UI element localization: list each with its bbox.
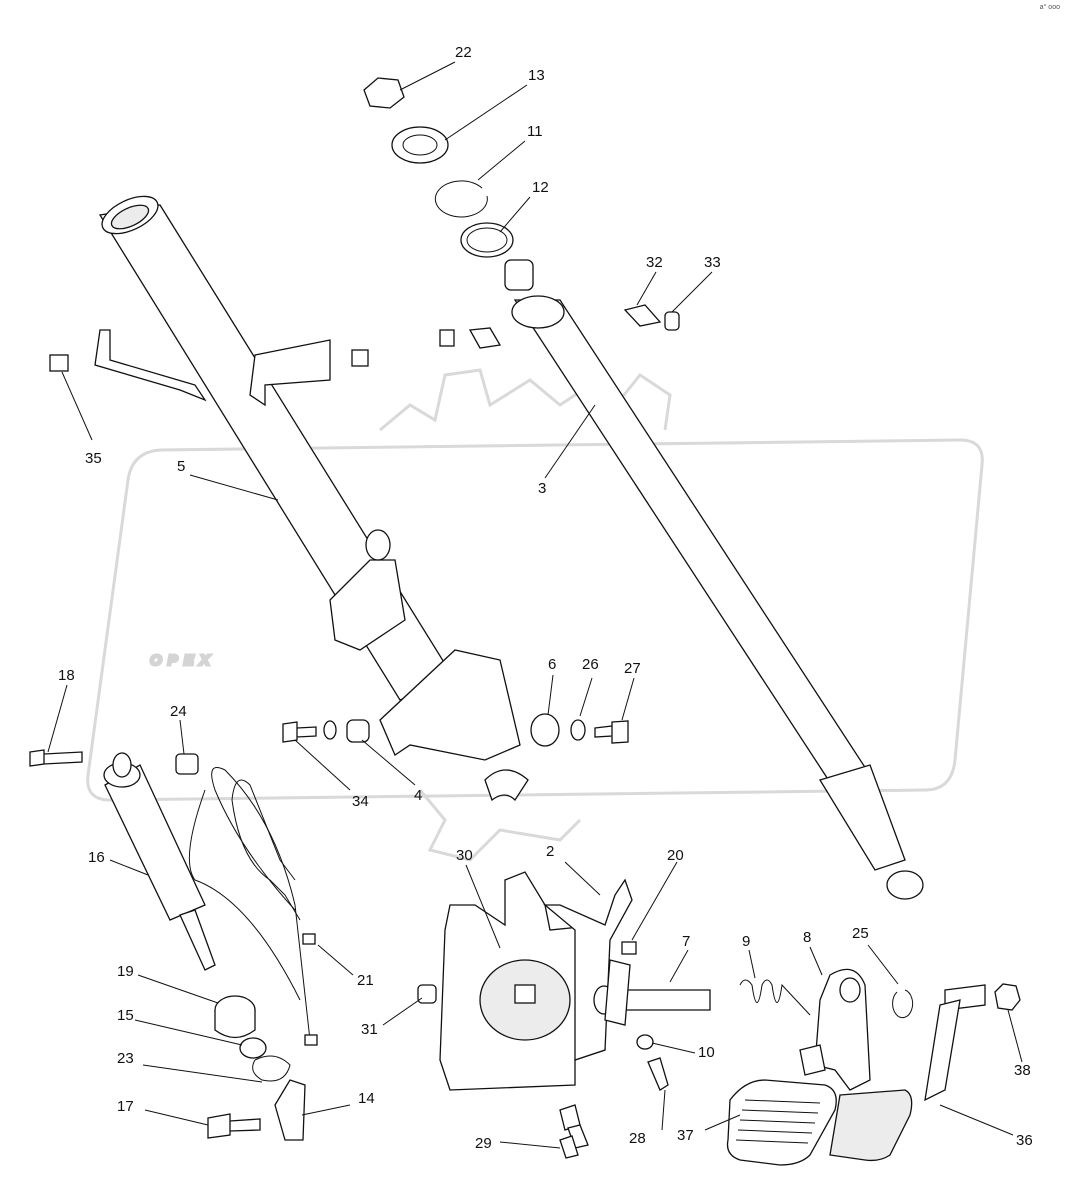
nut-10	[636, 1034, 654, 1050]
callout-18: 18	[58, 667, 75, 684]
clip-32	[623, 304, 662, 327]
callout-22: 22	[455, 44, 472, 61]
callout-21: 21	[357, 972, 374, 989]
callout-7: 7	[682, 933, 690, 950]
nut-38	[994, 983, 1021, 1011]
callout-33: 33	[704, 254, 721, 271]
pedal-shaft	[559, 959, 711, 1159]
callout-19: 19	[117, 963, 134, 980]
ring-25	[892, 989, 914, 1019]
corner-mark: a° ooo	[1039, 4, 1060, 11]
bolt-33	[664, 311, 680, 331]
nut-24	[175, 753, 199, 775]
bolt-34	[282, 721, 317, 743]
callout-9: 9	[742, 933, 750, 950]
washer-34b	[323, 720, 337, 740]
leader-lines	[47, 61, 1023, 1149]
clip-35	[49, 354, 69, 372]
callout-20: 20	[667, 847, 684, 864]
nut-22	[363, 77, 405, 109]
callout-35: 35	[85, 450, 102, 467]
callout-5: 5	[177, 458, 185, 475]
callout-labels: 22 13 11 12 32 33 35 3 5 18 24 6 26 27 3…	[58, 44, 1033, 1152]
callout-15: 15	[117, 1007, 134, 1024]
nut-31	[417, 984, 437, 1004]
callout-23: 23	[117, 1050, 134, 1067]
callout-3: 3	[538, 480, 546, 497]
callout-30: 30	[456, 847, 473, 864]
callout-36: 36	[1016, 1132, 1033, 1149]
hardware-top	[49, 77, 680, 372]
callout-29: 29	[475, 1135, 492, 1152]
washer-26	[570, 719, 586, 741]
pedal-bracket	[417, 871, 637, 1091]
hardware-lower-left	[207, 995, 306, 1141]
bolt-27	[594, 720, 629, 744]
watermark-text: OPEX	[150, 652, 216, 669]
callout-28: 28	[629, 1130, 646, 1147]
bolt-18	[29, 749, 83, 767]
callout-10: 10	[698, 1044, 715, 1061]
watermark: OPEX	[86, 368, 984, 862]
cable	[188, 767, 318, 1046]
callout-17: 17	[117, 1098, 134, 1115]
bracket-14	[274, 1079, 306, 1141]
bolt-17	[207, 1113, 261, 1139]
spacer-15	[239, 1037, 267, 1059]
callout-26: 26	[582, 656, 599, 673]
callout-2: 2	[546, 843, 554, 860]
snap-ring-11	[434, 180, 488, 218]
callout-11: 11	[527, 123, 543, 140]
washer-13	[391, 126, 449, 164]
callout-13: 13	[528, 67, 545, 84]
callout-4: 4	[414, 787, 422, 804]
bushing-4	[346, 719, 370, 743]
callout-8: 8	[803, 929, 811, 946]
callout-27: 27	[624, 660, 641, 677]
callout-6: 6	[548, 656, 556, 673]
callout-24: 24	[170, 703, 187, 720]
gas-spring	[103, 752, 216, 971]
callout-16: 16	[88, 849, 105, 866]
bolt-28	[647, 1057, 669, 1091]
pedal-pads	[726, 984, 986, 1166]
callout-32: 32	[646, 254, 663, 271]
hardware-middle	[29, 713, 629, 775]
steering-column-tube	[94, 195, 529, 802]
steering-shaft	[504, 259, 924, 900]
callout-14: 14	[358, 1090, 375, 1107]
bolt-29	[559, 1135, 579, 1159]
callout-37: 37	[677, 1127, 694, 1144]
callout-34: 34	[352, 793, 369, 810]
clip-23	[252, 1055, 291, 1082]
pedal-hardware	[739, 968, 1021, 1091]
bushing-6	[530, 713, 560, 747]
callout-12: 12	[532, 179, 549, 196]
callout-25: 25	[852, 925, 869, 942]
callout-31: 31	[361, 1021, 378, 1038]
callout-38: 38	[1014, 1062, 1031, 1079]
bolt-20	[621, 941, 637, 955]
spring-9	[739, 979, 811, 1016]
